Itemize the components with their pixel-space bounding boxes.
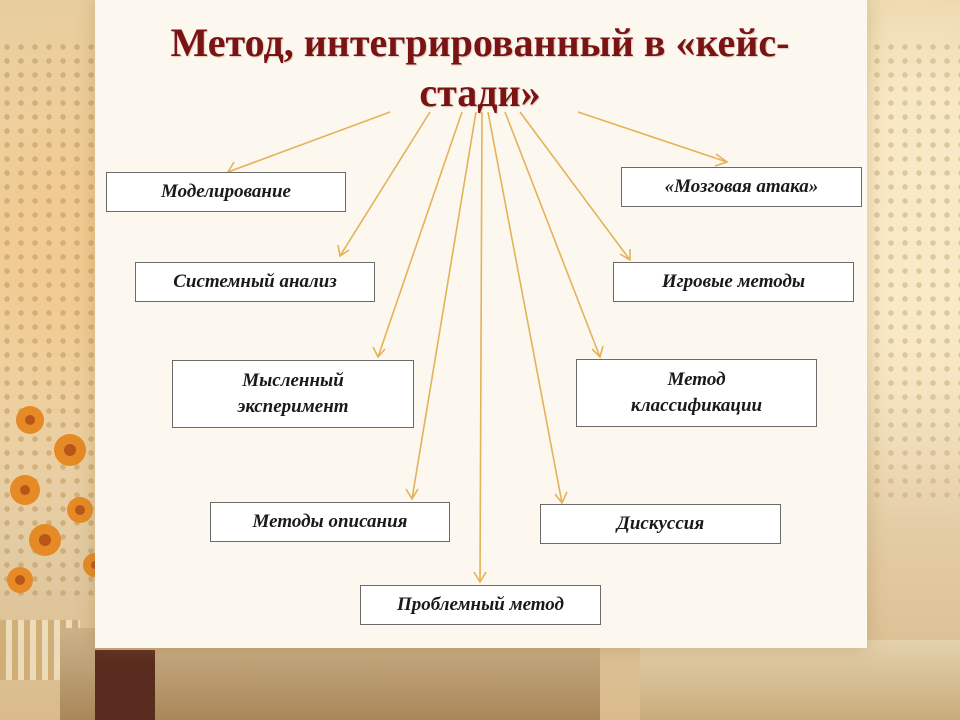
method-box-classification: Метод классификации <box>576 359 817 427</box>
method-label-line-2: классификации <box>630 395 763 416</box>
method-label: Моделирование <box>161 181 291 202</box>
papers-decoration <box>640 640 960 720</box>
arrow-to-description-methods <box>405 111 477 501</box>
page-title: Метод, интегрированный в «кейс- стади» <box>130 18 830 118</box>
method-label: Системный анализ <box>173 271 337 292</box>
arrow-to-modeling <box>226 111 391 175</box>
method-label: Проблемный метод <box>397 594 564 615</box>
method-box-brainstorm: «Мозговая атака» <box>621 167 862 207</box>
title-line-2: стади» <box>419 70 541 115</box>
method-box-discussion: Дискуссия <box>540 504 781 544</box>
method-label-line-1: Метод <box>667 369 726 390</box>
method-label: «Мозговая атака» <box>664 176 819 197</box>
book-spine-decoration <box>95 650 155 720</box>
arrow-to-thought-experiment <box>372 111 463 359</box>
arrow-to-problem-method <box>473 111 487 584</box>
method-box-description-methods: Методы описания <box>210 502 450 542</box>
method-label-line-1: Мысленный <box>242 370 344 391</box>
method-label: Игровые методы <box>661 271 806 292</box>
method-box-game-methods: Игровые методы <box>613 262 854 302</box>
method-box-thought-experiment: Мысленный эксперимент <box>172 360 414 428</box>
arrow-to-discussion <box>487 111 568 505</box>
arrow-to-systems-analysis <box>337 111 431 258</box>
decorative-dot-pattern-right <box>870 40 960 500</box>
method-label: Дискуссия <box>616 513 705 534</box>
arrow-to-brainstorm <box>577 111 729 167</box>
arrow-to-classification <box>504 111 604 359</box>
arrow-to-game-methods <box>519 111 631 262</box>
method-box-systems-analysis: Системный анализ <box>135 262 375 302</box>
method-label: Методы описания <box>252 511 408 532</box>
method-box-modeling: Моделирование <box>106 172 346 212</box>
title-line-1: Метод, интегрированный в «кейс- <box>170 20 790 65</box>
method-box-problem-method: Проблемный метод <box>360 585 601 625</box>
method-label-line-2: эксперимент <box>237 396 349 417</box>
